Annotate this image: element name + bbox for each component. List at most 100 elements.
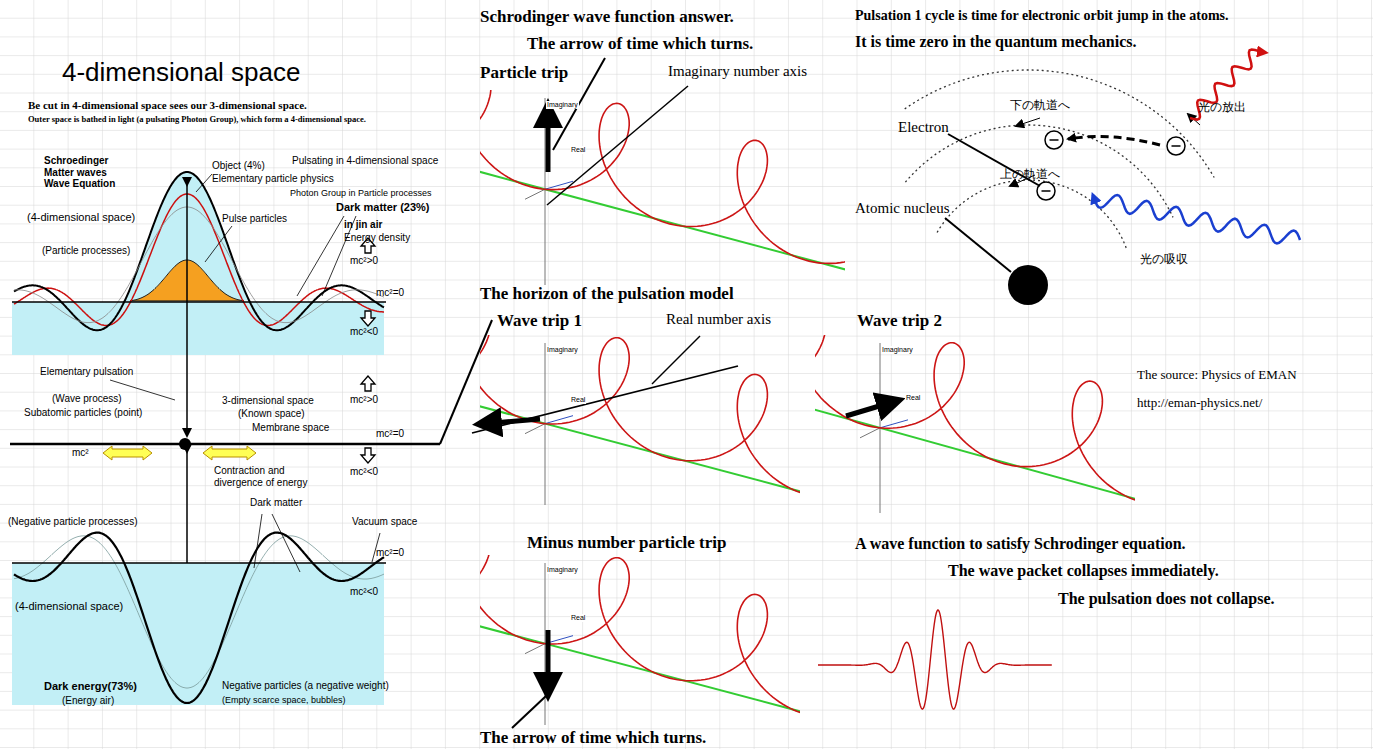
double-arrow [103, 446, 152, 460]
atomic-nucleus [1008, 265, 1048, 305]
annotation-label: (Empty scarce space, bubbles) [222, 695, 346, 705]
annotation-label: Elementary particle physics [212, 173, 334, 185]
annotation-label: Subatomic particles (point) [24, 407, 142, 419]
orbit-arrow [1016, 118, 1040, 126]
annotation-label: Imaginary [881, 346, 914, 354]
thin-wave [14, 207, 384, 323]
annotation-label: mc²=0 [376, 287, 404, 299]
annotation-label: Schrodinger wave function answer. [480, 7, 734, 27]
thin-wave [14, 536, 384, 688]
annotation-label: The arrow of time which turns. [527, 34, 753, 54]
membrane-line [10, 443, 440, 446]
leader-line [440, 320, 492, 444]
real-axis [525, 644, 545, 654]
leader-line [547, 86, 688, 205]
vertical-arrow [186, 185, 188, 436]
annotation-label: Contraction and divergence of energy [214, 465, 334, 488]
baseline [12, 301, 386, 303]
annotation-label: mc²=0 [376, 547, 404, 559]
complex-plot [480, 335, 800, 505]
annotation-label: Wave trip 1 [497, 311, 582, 331]
annotation-label: The arrow of time which turns. [480, 728, 706, 748]
helix-trip [480, 335, 800, 505]
annotation-label: Energy density [344, 232, 410, 244]
panel-title: 4-dimensional space [62, 58, 300, 88]
annotation-label: mc² [72, 447, 89, 459]
annotation-label: Electron [898, 119, 949, 136]
time-axis [480, 621, 800, 717]
annotation-label: Imaginary [546, 346, 579, 354]
annotation-label: Dark matter (23%) [336, 201, 430, 214]
time-axis [815, 404, 1135, 504]
annotation-label: 光の吸収 [1140, 253, 1188, 267]
imaginary-axis [545, 98, 546, 285]
annotation-label: Imaginary [546, 101, 579, 109]
orbit [937, 180, 1127, 249]
annotation-label: (4-dimensional space) [15, 600, 123, 613]
hollow-arrow [361, 311, 375, 326]
helix-trip [480, 555, 800, 725]
point-particle [179, 438, 191, 450]
time-arrow [546, 630, 551, 692]
annotation-label: mc²>0 [350, 394, 378, 406]
annotation-label: Membrane space [252, 422, 329, 434]
annotation-label: mc²<0 [350, 586, 378, 598]
leader-line [196, 174, 212, 192]
annotation-label: Dark matter [250, 497, 302, 509]
complex-plot [480, 555, 800, 725]
double-arrow [203, 446, 256, 460]
electron-sign [1172, 145, 1181, 147]
annotation-label: It is time zero in the quantum mechanics… [855, 33, 1136, 51]
annotation-label: Outer space is bathed in light (a pulsat… [28, 115, 366, 125]
electron-sign [1042, 190, 1051, 192]
annotation-label: Real [570, 396, 586, 404]
complex-plot [815, 335, 1135, 513]
time-axis [480, 167, 845, 275]
annotation-label: Minus number particle trip [527, 533, 726, 553]
leader-line [272, 514, 300, 572]
electron [1167, 137, 1185, 155]
annotation-label: Real [905, 394, 921, 402]
annotation-label: Atomic nucleus [855, 200, 950, 217]
hollow-arrow [361, 448, 375, 463]
annotation-label: Elementary pulsation [40, 366, 133, 378]
annotation-label: mc²<0 [350, 326, 378, 338]
annotation-label: Real [570, 614, 586, 622]
annotation-label: (Known space) [238, 408, 305, 420]
annotation-label: Particle trip [480, 63, 568, 83]
annotation-label: mc²=0 [376, 428, 404, 440]
annotation-label: Object (4%) [212, 160, 265, 172]
annotation-label: Dark energy(73%) [44, 680, 137, 693]
real-axis [525, 424, 545, 434]
orbit [905, 70, 1214, 178]
annotation-label: Pulse particles [222, 213, 287, 225]
negative-wave [14, 533, 384, 703]
leader-line [652, 336, 700, 384]
annotation-label: Real number axis [666, 311, 771, 328]
annotation-label: (Particle processes) [42, 245, 130, 257]
helix-trip [815, 335, 1135, 513]
annotation-label: (Energy air) [62, 695, 114, 707]
electron-sign [1050, 139, 1059, 141]
annotation-label: mc²>0 [350, 255, 378, 267]
baseline [12, 562, 386, 564]
annotation-label: (4-dimensional space) [27, 211, 135, 224]
annotation-label: Schroedinger Matter waves Wave Equation [44, 155, 126, 190]
red-wave [14, 194, 384, 326]
annotation-label: The wave packet collapses immediately. [948, 562, 1219, 580]
hollow-arrow [361, 376, 375, 391]
annotation-label: Pulsation 1 cycle is time for electronic… [855, 8, 1229, 24]
time-axis [480, 401, 800, 497]
light-wave [1190, 50, 1266, 120]
annotation-label: in jin air [344, 219, 382, 231]
jump-arrow [1068, 137, 1160, 145]
leader-line [254, 514, 262, 568]
electron [1045, 131, 1063, 149]
helix-trip [480, 90, 845, 285]
annotation-label: Photon Group in Particle processes [290, 188, 432, 198]
annotation-label: Be cut in 4-dimensional space sees our 3… [28, 99, 307, 112]
annotation-label: Imaginary number axis [668, 63, 807, 80]
annotation-label: Wave trip 2 [857, 311, 942, 331]
annotation-label: mc²<0 [350, 466, 378, 478]
annotation-label: Vacuum space [352, 516, 417, 528]
